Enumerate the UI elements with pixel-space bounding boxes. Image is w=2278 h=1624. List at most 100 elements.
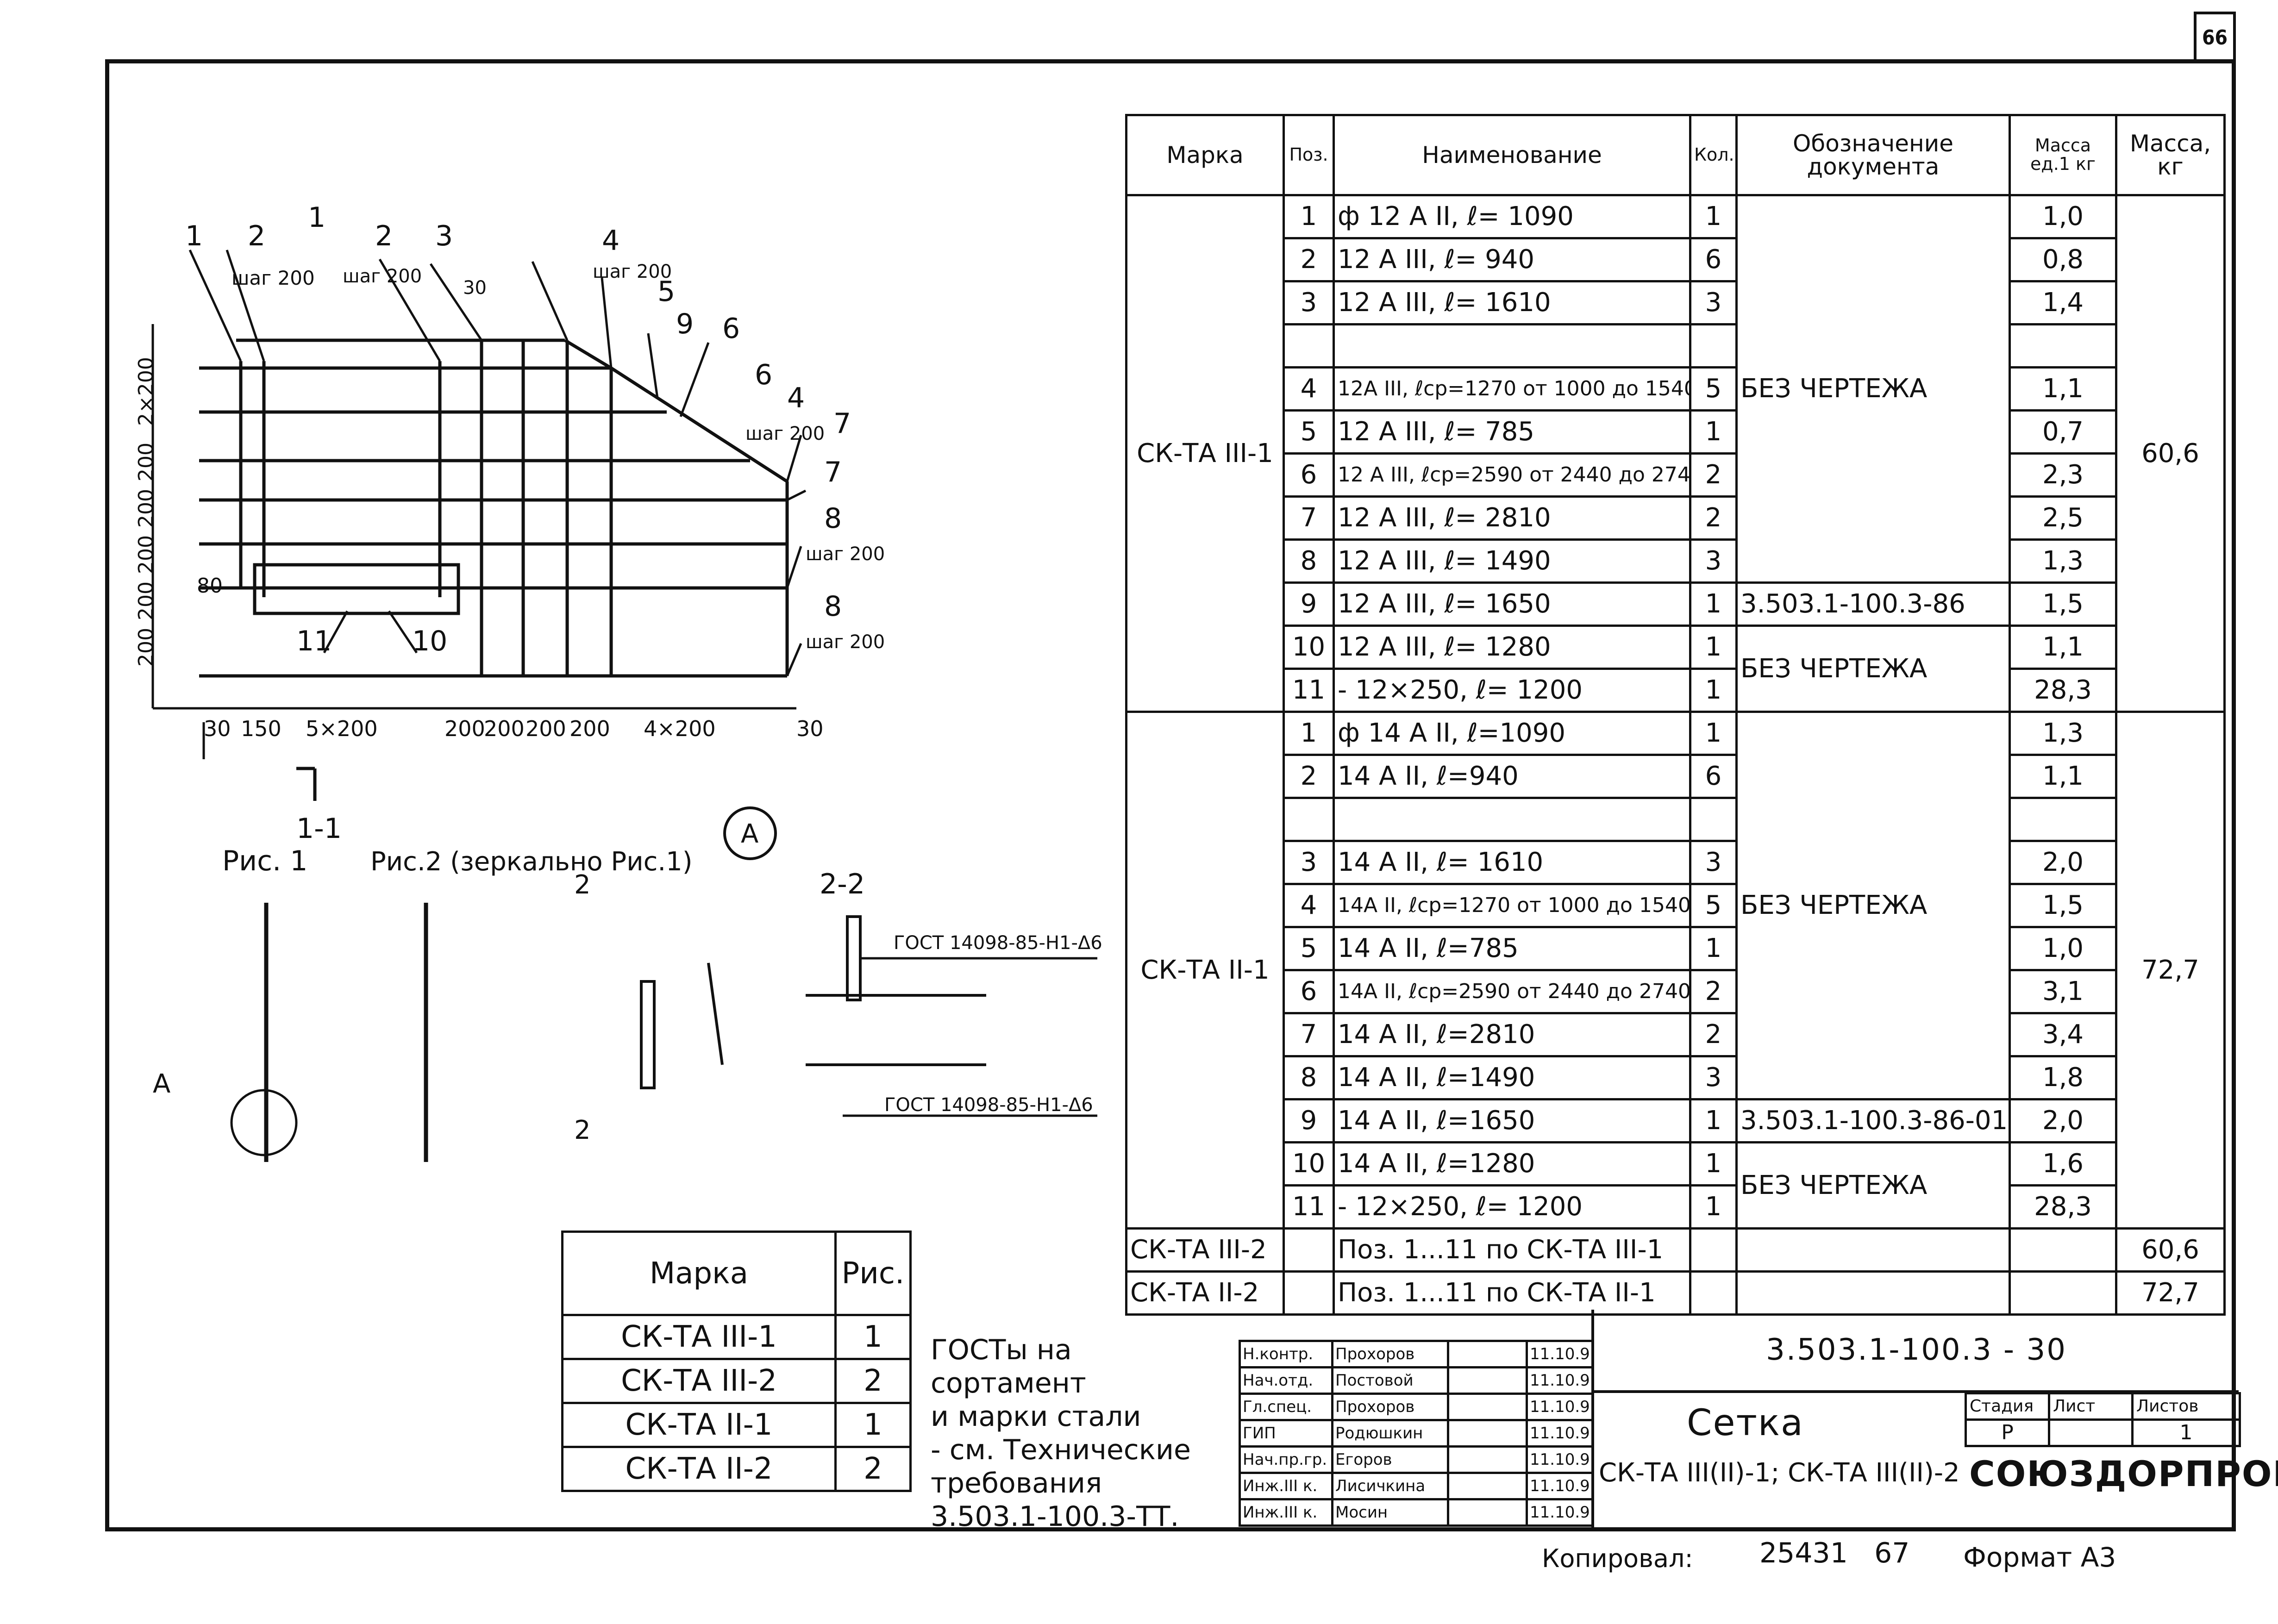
dim-80: 80: [197, 574, 223, 598]
signature: [1447, 1419, 1528, 1448]
rebar-mesh-drawing: 1 2 1 2 3 4 5 9 6 6 4 7 7 8 8 11 10 шаг …: [134, 201, 1102, 1162]
qty-cell: 1: [1689, 409, 1738, 455]
qty-cell: [1689, 323, 1738, 369]
role: Инж.III к.: [1239, 1472, 1333, 1500]
name-cell: 14А II, ℓср=2590 от 2440 до 2740: [1333, 969, 1691, 1014]
section-2-bottom: 2: [574, 1115, 591, 1145]
name-cell: 12 А III, ℓср=2590 от 2440 до 2740: [1333, 452, 1691, 498]
header-fig: Рис.: [834, 1230, 912, 1316]
pos-cell: 5: [1283, 926, 1335, 971]
name-cell: - 12×250, ℓ= 1200: [1333, 1184, 1691, 1230]
leader-1b: 1: [308, 201, 325, 234]
date: 11.10.91: [1526, 1445, 1594, 1474]
note-line: ГОСТы на сортамент: [931, 1334, 1086, 1399]
qty-cell: 1: [1689, 194, 1738, 239]
person: Мосин: [1331, 1498, 1449, 1527]
extra-name: Поз. 1...11 по СК-ТА III-1: [1333, 1227, 1691, 1273]
qty-cell: 2: [1689, 495, 1738, 541]
leader-7b: 7: [824, 456, 842, 488]
qty-cell: 3: [1689, 840, 1738, 885]
name-cell: 12 А III, ℓ= 1610: [1333, 280, 1691, 325]
pos-cell: 6: [1283, 969, 1335, 1014]
date: 11.10.91: [1526, 1498, 1594, 1527]
section-2-top: 2: [574, 870, 591, 900]
qty-cell: 1: [1689, 1141, 1738, 1187]
pos-cell: 2: [1283, 754, 1335, 799]
qty-cell: 5: [1689, 366, 1738, 412]
gost-callout: ГОСТ 14098-85-Н1-Δ6: [894, 932, 1102, 954]
mass-unit-cell: 1,1: [2009, 366, 2117, 412]
copy-number: 25431 67: [1759, 1537, 1910, 1569]
leader-9: 9: [676, 308, 694, 340]
pos-cell: 10: [1283, 625, 1335, 670]
leader-2b: 2: [375, 220, 393, 252]
leader-6: 6: [722, 312, 740, 345]
role: Нач.пр.гр.: [1239, 1445, 1333, 1474]
pos-cell: 7: [1283, 495, 1335, 541]
name-cell: [1333, 323, 1691, 369]
header-doc: Обозначение документа: [1735, 114, 2011, 196]
role: Инж.III к.: [1239, 1498, 1333, 1527]
mass-unit-cell: 0,8: [2009, 237, 2117, 282]
dim-bottom-4x200: 4×200: [644, 716, 716, 741]
pos-cell: 2: [1283, 237, 1335, 282]
dim-left-200: 200: [134, 443, 158, 481]
person: Прохоров: [1331, 1340, 1449, 1368]
mass-unit-cell: [2009, 323, 2117, 369]
qty-cell: 2: [1689, 969, 1738, 1014]
group-marka: СК-ТА II-1: [1125, 711, 1285, 1230]
signature: [1447, 1366, 1528, 1395]
pos-cell: 1: [1283, 711, 1335, 756]
mass-unit-cell: 1,0: [2009, 926, 2117, 971]
pos-cell: [1283, 797, 1335, 842]
stage-value: Р: [1965, 1418, 2050, 1447]
fig-cell: 1: [834, 1402, 912, 1448]
mass-unit-cell: 3,1: [2009, 969, 2117, 1014]
name-cell: [1333, 797, 1691, 842]
dim-bottom-200: 200: [484, 716, 525, 741]
dim-bottom-30: 30: [796, 716, 824, 741]
role: Н.контр.: [1239, 1340, 1333, 1368]
qty-cell: 1: [1689, 1098, 1738, 1143]
mass-unit-cell: 2,3: [2009, 452, 2117, 498]
pos-cell: 11: [1283, 1184, 1335, 1230]
pos-cell: 7: [1283, 1012, 1335, 1057]
node-a: А: [741, 819, 758, 849]
shag-label: шаг 200: [745, 423, 825, 444]
role: ГИП: [1239, 1419, 1333, 1448]
group-mass: 72,7: [2115, 711, 2226, 1230]
format-label: Формат А3: [1963, 1542, 2116, 1573]
mass-unit-cell: 1,6: [2009, 1141, 2117, 1187]
pos-cell: 1: [1283, 194, 1335, 239]
mass-unit-cell: 1,5: [2009, 883, 2117, 928]
leader-10: 10: [412, 625, 447, 657]
date: 11.10.91: [1526, 1472, 1594, 1500]
name-cell: 14А II, ℓср=1270 от 1000 до 1540: [1333, 883, 1691, 928]
pos-cell: 3: [1283, 840, 1335, 885]
sheet-number: 66: [2194, 12, 2236, 63]
dim-bottom-200: 200: [570, 716, 610, 741]
name-cell: 12 А III, ℓ= 1280: [1333, 625, 1691, 670]
mass-unit-cell: 1,5: [2009, 581, 2117, 627]
sheets-value: 1: [2131, 1418, 2241, 1447]
role: Нач.отд.: [1239, 1366, 1333, 1395]
name-cell: 14 А II, ℓ=2810: [1333, 1012, 1691, 1057]
leader-4: 4: [602, 225, 620, 257]
leader-8b: 8: [824, 590, 842, 623]
qty-cell: 2: [1689, 1012, 1738, 1057]
dim-bottom-5x200: 5×200: [306, 716, 378, 741]
pos-cell: 11: [1283, 668, 1335, 713]
mass-unit-cell: 1,0: [2009, 194, 2117, 239]
qty-cell: 1: [1689, 1184, 1738, 1230]
signature: [1447, 1498, 1528, 1527]
sheet-value: [2048, 1418, 2134, 1447]
signature: [1447, 1445, 1528, 1474]
qty-cell: [1689, 797, 1738, 842]
qty-cell: 5: [1689, 883, 1738, 928]
mass-unit-cell: 1,8: [2009, 1055, 2117, 1100]
header-marka: Марка: [561, 1230, 837, 1316]
fig-2-title: Рис.2 (зеркально Рис.1): [370, 847, 693, 877]
leader-3: 3: [435, 220, 453, 252]
header-name: Наименование: [1333, 114, 1691, 196]
extra-mass: 72,7: [2115, 1270, 2226, 1316]
